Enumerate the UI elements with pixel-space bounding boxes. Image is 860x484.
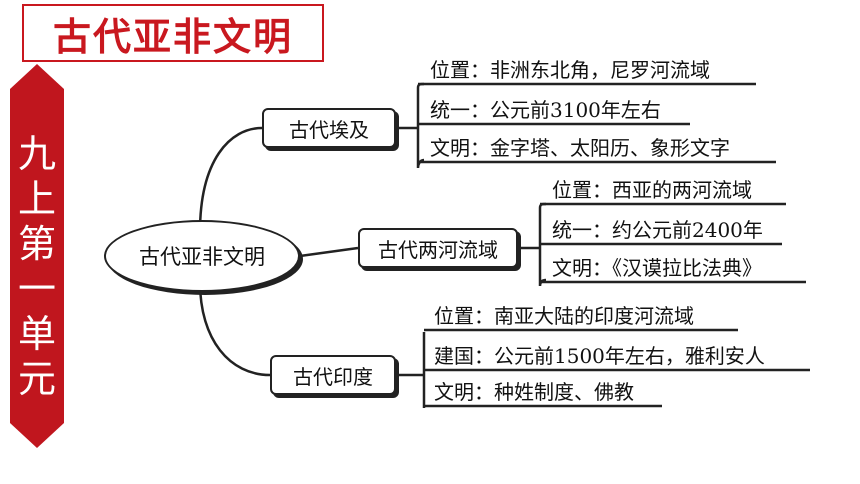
branch-item: 位置：非洲东北角，尼罗河流域 [430,58,710,82]
branch-item: 文明：种姓制度、佛教 [434,380,634,404]
unit-label-char: 单 [17,312,56,356]
unit-label-char: 九 [17,132,56,176]
branch-item: 建国：公元前1500年左右，雅利安人 [434,344,765,368]
branch-item: 文明：金字塔、太阳历、象形文字 [430,136,730,160]
connector-root-india [198,281,271,377]
branch-item: 位置：西亚的两河流域 [552,178,752,202]
connector-egypt-brackets [396,82,425,169]
unit-label-char: 第 [17,222,56,266]
branch-item: 统一：约公元前2400年 [552,218,763,242]
unit-label-char: 一 [17,267,56,311]
branch-item: 文明：《汉谟拉比法典》 [552,256,762,280]
branch-node-egypt: 古代埃及 [262,108,396,148]
unit-badge [10,64,64,448]
connector-root-egypt [198,126,263,233]
branch-node-india: 古代印度 [270,355,396,395]
branch-node-mesopotamia: 古代两河流域 [358,228,518,268]
unit-label-char: 元 [17,357,56,401]
root-node: 古代亚非文明 [104,220,300,292]
unit-label-char: 上 [17,177,56,221]
connector-root-mesopotamia [299,246,359,258]
connector-mesopotamia-brackets [518,202,547,287]
branch-item: 统一：公元前3100年左右 [430,98,661,122]
unit-label: 九 上 第 一 单 元 [10,132,64,402]
page-title: 古代亚非文明 [22,4,324,62]
branch-item: 位置：南亚大陆的印度河流域 [434,304,694,328]
connector-india-brackets [396,332,426,408]
